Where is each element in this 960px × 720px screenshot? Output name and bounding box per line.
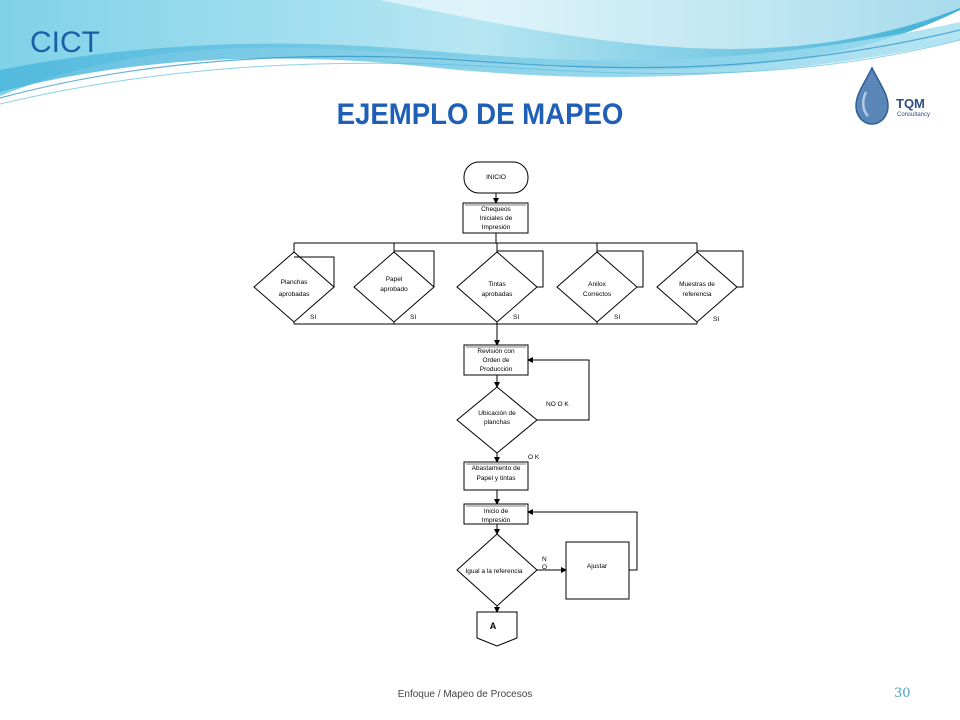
label-start: INICIO (486, 174, 506, 181)
step-revision (463, 344, 529, 376)
decision-anilox (556, 243, 644, 324)
step-chequeos (462, 202, 529, 234)
label-step3-2: Papel y tintas (476, 475, 516, 482)
label-step1-3: Impresión (482, 224, 511, 231)
label-step4-1: Inicio de (484, 508, 509, 515)
label-no-n: N (542, 556, 547, 563)
label-si-1: SI (310, 314, 316, 321)
label-dec2-1: Papel (386, 276, 403, 283)
label-step1-2: Iniciales de (480, 215, 513, 222)
label-dec-igual: Igual a la referencia (465, 568, 522, 575)
label-step1-1: Chequeos (481, 206, 511, 213)
label-si-2: SI (410, 314, 416, 321)
org-name: CICT (30, 26, 100, 59)
label-si-5: SI (713, 316, 719, 323)
step-abastamiento (463, 461, 529, 491)
label-dec4-2: Correctos (583, 291, 612, 298)
page-number: 30 (894, 686, 911, 701)
label-dec1-1: Planchas (281, 279, 308, 286)
logo-sub: Consultancy (897, 112, 930, 118)
decision-planchas (253, 243, 335, 324)
header-waves (0, 0, 960, 105)
label-dec-ubic-2: planchas (484, 419, 511, 426)
label-step3-1: Abastamiento de (472, 465, 521, 472)
label-dec2-2: aprobado (380, 286, 408, 293)
label-step2-1: Revisión con (477, 348, 515, 355)
label-step2-2: Orden de (482, 357, 509, 364)
label-connector: A (490, 621, 497, 631)
label-dec3-1: Tintas (488, 281, 506, 288)
connector-a (476, 611, 518, 647)
step-ajustar (565, 541, 630, 600)
label-ok: O K (528, 454, 540, 461)
label-dec1-2: aprobadas (279, 291, 310, 298)
slide-title: EJEMPLO DE MAPEO (336, 98, 624, 131)
label-nook: NO O K (546, 401, 569, 408)
decision-muestras (656, 243, 744, 324)
label-dec5-1: Muestras de (679, 281, 715, 288)
decision-papel (353, 243, 435, 324)
label-si-3: SI (513, 314, 519, 321)
tqm-logo: TQM Consultancy (855, 66, 930, 125)
label-step2-3: Producción (480, 366, 513, 373)
label-si-4: SI (614, 314, 620, 321)
label-step4-2: Impresión (482, 517, 511, 524)
decision-tintas (456, 243, 544, 324)
label-ajustar: Ajustar (587, 563, 608, 570)
label-dec-ubic-1: Ubicación de (478, 410, 516, 417)
label-dec3-2: aprobadas (482, 291, 513, 298)
footer-text: Enfoque / Mapeo de Procesos (397, 689, 533, 700)
label-no-o: O (542, 564, 547, 571)
logo-name: TQM (896, 96, 925, 111)
label-dec5-2: referencia (683, 291, 712, 298)
label-dec4-1: Anilox (588, 281, 606, 288)
